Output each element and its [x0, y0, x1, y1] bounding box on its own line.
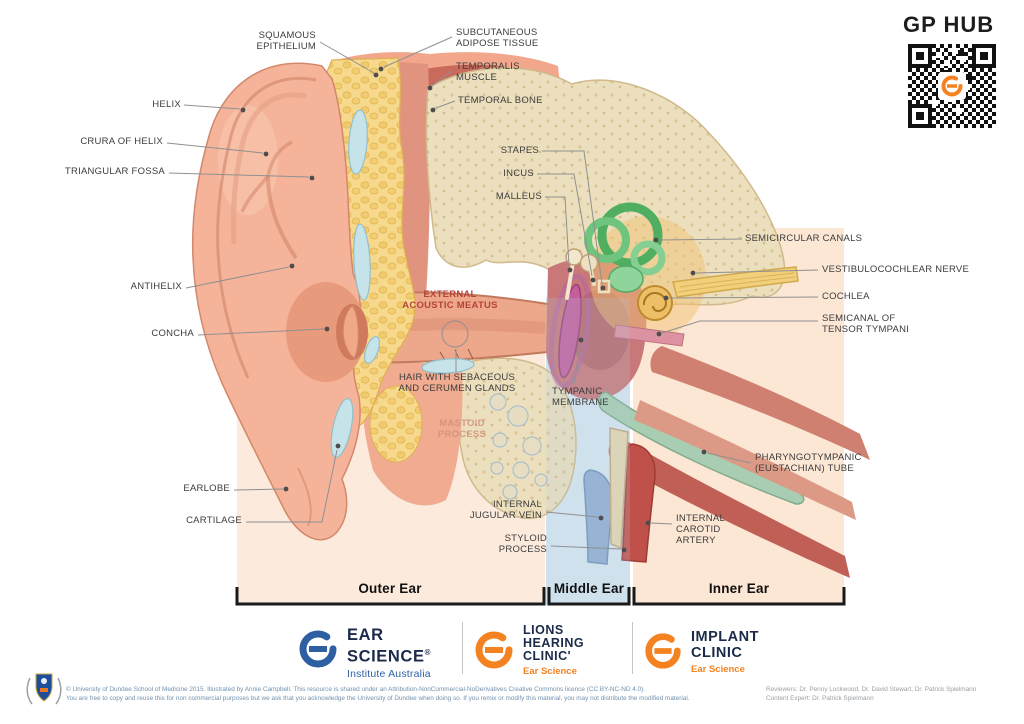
university-crest [26, 673, 62, 705]
label-malleus: MALLEUS [495, 191, 542, 202]
mastoid-bone [456, 357, 577, 520]
label-triangular-fossa: TRIANGULAR FOSSA [64, 166, 165, 177]
label-earlobe: EARLOBE [183, 483, 230, 494]
section-inner-ear: Inner Ear [708, 581, 770, 596]
label-concha: CONCHA [151, 328, 194, 339]
implant-subtitle: Ear Science [691, 664, 745, 675]
ear-science-name-2: SCIENCE® [347, 644, 431, 666]
copyright-line-1: © University of Dundee School of Medicin… [66, 686, 646, 693]
inner-ear [584, 202, 799, 347]
middle-ear-tint [546, 298, 630, 605]
label-helix: HELIX [152, 99, 181, 110]
logo-divider [632, 622, 633, 674]
pinna [191, 62, 368, 541]
label-squamous-epithelium: SQUAMOUS EPITHELIUM [256, 30, 316, 53]
vestibulocochlear-nerve [672, 266, 799, 298]
qr-center-logo [938, 72, 966, 100]
label-temporalis-muscle: TEMPORALIS MUSCLE [456, 61, 520, 84]
muscle-band-upper [650, 346, 870, 460]
ear-science-logo: EAR SCIENCE® Institute Australia [296, 627, 431, 680]
tympanic-membrane [558, 283, 582, 379]
label-cartilage: CARTILAGE [186, 515, 242, 526]
stapes [597, 279, 611, 294]
ear-science-word: SCIENCE [347, 647, 425, 666]
label-tympanic-membrane: TYMPANIC MEMBRANE [552, 386, 609, 409]
deep-structures [583, 346, 870, 578]
styloid-process [609, 427, 629, 550]
label-cochlea: COCHLEA [822, 291, 870, 302]
bony-labyrinth [590, 216, 706, 340]
ear-science-subtitle: Institute Australia [347, 667, 431, 680]
label-internal-carotid-artery: INTERNAL CAROTID ARTERY [676, 513, 725, 547]
ear-science-e-icon [299, 630, 337, 668]
cochlea [637, 285, 673, 321]
section-middle-ear: Middle Ear [553, 581, 625, 596]
implant-clinic-e-icon [645, 633, 681, 669]
label-mastoid-process: MASTOID PROCESS [437, 418, 487, 441]
muscle-band-mid [634, 400, 856, 520]
label-incus: INCUS [503, 168, 534, 179]
incus [579, 253, 599, 273]
lions-name-2: HEARING [523, 636, 585, 650]
label-semicanal-tensor-tympani: SEMICANAL OF TENSOR TYMPANI [822, 313, 910, 336]
leader-dots [240, 66, 707, 553]
glands-highlight-circle [441, 320, 469, 348]
copyright-line-2: You are free to copy and reuse this for … [66, 694, 690, 702]
label-pharyngotympanic-tube: PHARYNGOTYMPANIC (EUSTACHIAN) TUBE [755, 452, 862, 475]
label-internal-jugular-vein: INTERNAL JUGULAR VEIN [469, 499, 542, 522]
qr-code [908, 44, 996, 128]
qr-finder-patterns [908, 44, 996, 128]
lions-name-3: CLINIC' [523, 649, 572, 663]
label-styloid-process: STYLOID PROCESS [498, 533, 547, 556]
semicircular-canals [584, 202, 666, 276]
label-crura-of-helix: CRURA OF HELIX [80, 136, 163, 147]
label-hair-sebaceous-cerumen-glands: HAIR WITH SEBACEOUS AND CERUMEN GLANDS [398, 372, 516, 395]
lions-hearing-e-icon [475, 631, 513, 669]
muscle-band-lower [608, 436, 850, 578]
content-expert-line: Content Expert: Dr. Patrick Spielmann [766, 694, 874, 702]
helix-fold [216, 77, 317, 379]
implant-name-1: IMPLANT [691, 629, 759, 645]
tympanic-membrane-ossicles [549, 248, 611, 389]
implant-name-2: CLINIC [691, 644, 743, 661]
label-subcutaneous-adipose-tissue: SUBCUTANEOUS ADIPOSE TISSUE [456, 27, 539, 50]
tragus [342, 305, 359, 359]
reviewers-line: Reviewers: Dr. Penny Lockwood, Dr. David… [766, 686, 977, 693]
label-vestibulocochlear-nerve: VESTIBULOCOCHLEAR NERVE [822, 264, 970, 275]
label-antihelix: ANTIHELIX [130, 281, 182, 292]
label-temporal-bone: TEMPORAL BONE [458, 95, 543, 106]
lions-name-1: LIONS [523, 623, 564, 637]
label-external-acoustic-meatus: EXTERNAL ACOUSTIC MEATUS [402, 289, 498, 312]
section-outer-ear: Outer Ear [358, 581, 422, 596]
leader-lines [166, 36, 819, 550]
registered-mark: ® [424, 648, 432, 657]
antihelix-ridge [266, 175, 298, 260]
credits-block: Reviewers: Dr. Penny Lockwood, Dr. David… [766, 686, 1018, 703]
vestibule [608, 265, 644, 293]
label-semicircular-canals: SEMICIRCULAR CANALS [745, 233, 863, 244]
gp-hub-title: GP HUB [903, 12, 995, 37]
copyright-block: © University of Dundee School of Medicin… [66, 686, 726, 703]
malleus [565, 260, 575, 300]
logo-divider [462, 622, 463, 674]
label-stapes: STAPES [500, 145, 539, 156]
lions-subtitle: Ear Science [523, 666, 577, 677]
semicanal-tensor-tympani [613, 324, 685, 347]
implant-clinic-logo: IMPLANT CLINIC Ear Science [642, 629, 759, 675]
section-brackets [235, 587, 846, 606]
lions-hearing-clinic-logo: LIONS HEARING CLINIC' Ear Science [472, 624, 584, 677]
ear-science-name-1: EAR [347, 626, 384, 644]
